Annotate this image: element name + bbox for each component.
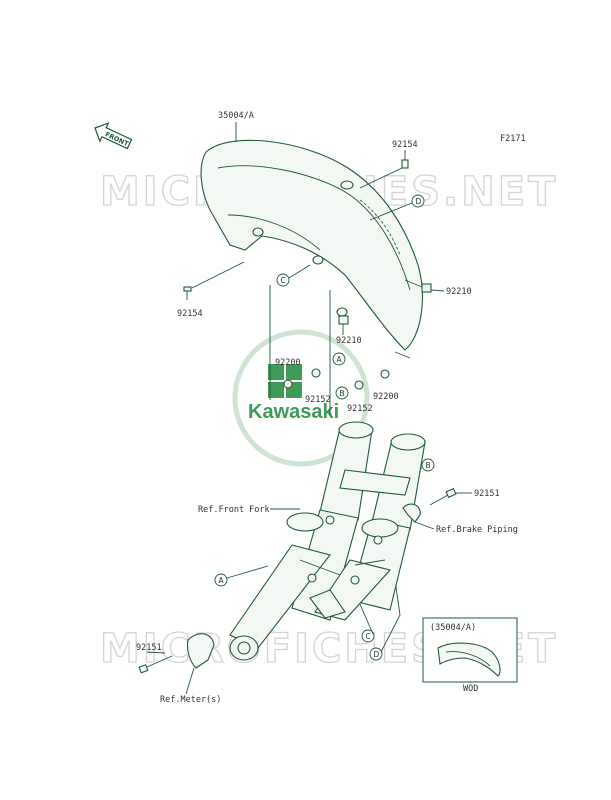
- callout-a-mid: A: [332, 352, 346, 366]
- callout-b-mid: B: [335, 386, 349, 400]
- svg-text:C: C: [281, 276, 286, 285]
- front-fender: [200, 139, 423, 351]
- ref-front-fork: Ref.Front Fork: [198, 505, 270, 515]
- washer-92200-right: [380, 369, 390, 379]
- collar-92152-left: [311, 368, 321, 378]
- label-35004a: 35004/A: [218, 111, 254, 121]
- inset-title: (35004/A): [430, 623, 476, 633]
- bolt-92154-left: [183, 286, 192, 300]
- meter-cable-clamp: [186, 633, 215, 669]
- callout-c-bottom: C: [361, 629, 375, 643]
- brake-piping-clamp: [402, 503, 421, 523]
- label-92151-mid: 92151: [474, 489, 500, 499]
- collar-92152-right: [354, 380, 364, 390]
- label-92154-top: 92154: [392, 140, 418, 150]
- callout-d-bottom: D: [369, 647, 383, 661]
- front-fork: [229, 421, 426, 661]
- callout-d-top: D: [411, 194, 425, 208]
- bolt-92154-top: [401, 150, 409, 169]
- logo-text: Kawasaki: [248, 401, 339, 423]
- label-92210-center: 92210: [336, 336, 362, 346]
- callout-a-fork: A: [214, 573, 228, 587]
- nut-92210-center: [338, 315, 349, 325]
- svg-text:A: A: [337, 355, 343, 364]
- label-92152-right: 92152: [347, 404, 373, 414]
- svg-text:C: C: [366, 632, 371, 641]
- bolt-92151-bottom: [138, 655, 173, 674]
- svg-text:D: D: [374, 650, 380, 659]
- svg-text:B: B: [340, 389, 345, 398]
- svg-text:A: A: [219, 576, 225, 585]
- ref-meter: Ref.Meter(s): [160, 695, 221, 705]
- ref-brake-piping: Ref.Brake Piping: [436, 525, 518, 535]
- callout-c-top: C: [276, 273, 290, 287]
- label-92200-left: 92200: [275, 358, 301, 368]
- label-92154-left: 92154: [177, 309, 203, 319]
- bolt-92151-mid: [429, 487, 457, 506]
- svg-text:B: B: [426, 461, 431, 470]
- label-92151-bottom: 92151: [136, 643, 162, 653]
- nut-92210-right: [421, 283, 432, 293]
- inset-caption: WOD: [463, 684, 478, 694]
- washer-92200-left: [283, 379, 293, 389]
- svg-text:D: D: [416, 197, 422, 206]
- inset-box: (35004/A) WOD: [422, 617, 518, 694]
- label-92200-right: 92200: [373, 392, 399, 402]
- label-92152-left: 92152: [305, 395, 331, 405]
- figure-code: F2171: [500, 134, 526, 144]
- front-arrow-icon: FRONT: [94, 122, 133, 150]
- kawasaki-logo: Kawasaki: [232, 329, 370, 467]
- label-92210-right: 92210: [446, 287, 472, 297]
- callout-b-fork: B: [421, 458, 435, 472]
